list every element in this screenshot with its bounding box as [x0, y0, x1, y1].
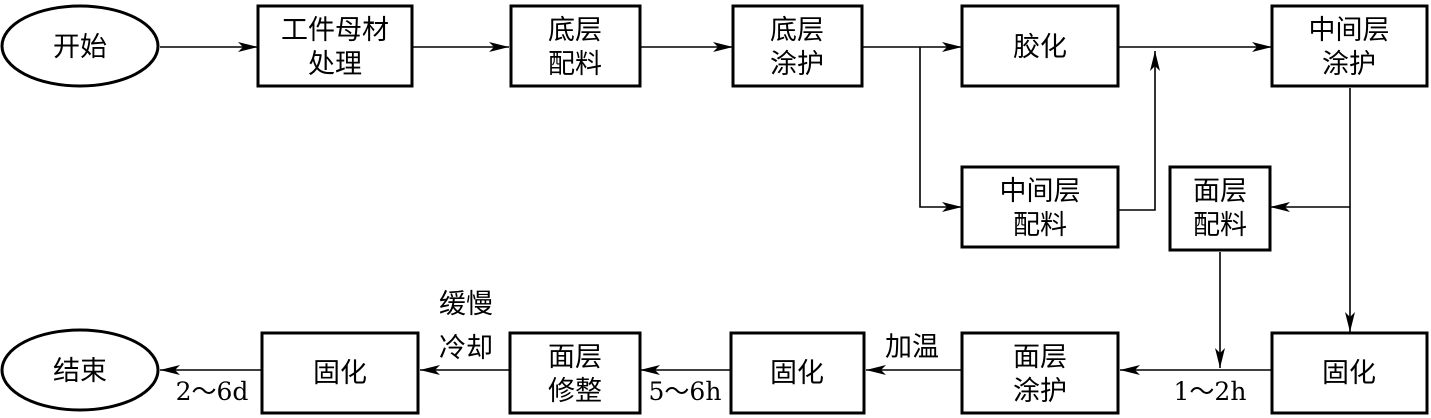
label-mid-coat-1: 中间层	[1309, 15, 1390, 46]
label-base-mix-2: 配料	[548, 49, 602, 80]
label-slow-cool-2: 冷却	[439, 333, 493, 364]
node-cure-right	[1270, 331, 1429, 415]
label-top-mix-1: 面层	[1193, 176, 1247, 207]
node-top-trim	[508, 331, 642, 415]
node-gel	[960, 4, 1120, 88]
label-mid-coat-2: 涂护	[1322, 49, 1376, 80]
label-end: 结束	[53, 356, 107, 387]
node-end	[0, 328, 160, 412]
nodes	[0, 4, 1429, 415]
label-slow-cool-1: 缓慢	[439, 289, 493, 320]
node-mid-mix	[960, 165, 1120, 249]
label-trim-time: 5～6h	[649, 377, 722, 406]
label-top-coat-1: 面层	[1013, 342, 1067, 373]
label-top-coat-2: 涂护	[1013, 376, 1067, 407]
edge-labels: 2～6d 缓慢 冷却 5～6h 加温 1～2h	[176, 289, 1247, 406]
label-workpiece-1: 工件母材	[281, 15, 389, 46]
label-mid-mix-2: 配料	[1013, 210, 1067, 241]
label-start: 开始	[53, 32, 107, 63]
node-start	[0, 4, 160, 88]
edge-midmix-gel	[1118, 51, 1160, 211]
label-workpiece-2: 处理	[308, 49, 362, 80]
node-cure-left	[260, 331, 420, 415]
node-top-mix	[1168, 165, 1272, 252]
label-mid-mix-1: 中间层	[1000, 176, 1081, 207]
node-base-mix	[509, 4, 642, 88]
label-base-coat-2: 涂护	[770, 49, 824, 80]
label-cure-left: 固化	[313, 358, 367, 389]
edge-basecoat-midmix	[919, 47, 962, 212]
node-mid-coat	[1270, 4, 1429, 88]
node-base-coat	[731, 4, 864, 88]
label-heat: 加温	[885, 332, 939, 363]
label-cure-right: 固化	[1322, 358, 1376, 389]
label-coat-time: 1～2h	[1174, 377, 1247, 406]
node-labels: 开始 工件母材 处理 底层 配料 底层 涂护 胶化 中间层 涂护 中间层 配料 …	[53, 15, 1390, 407]
label-base-coat-1: 底层	[770, 15, 824, 46]
label-base-mix-1: 底层	[548, 15, 602, 46]
label-top-trim-2: 修整	[548, 376, 602, 407]
label-top-trim-1: 面层	[548, 342, 602, 373]
label-gel: 胶化	[1013, 32, 1067, 63]
label-end-time: 2～6d	[176, 377, 249, 406]
label-top-mix-2: 配料	[1193, 210, 1247, 241]
label-cure-mid: 固化	[770, 358, 824, 389]
edges	[160, 42, 1355, 375]
node-top-coat	[960, 331, 1120, 415]
node-workpiece	[256, 4, 414, 88]
node-cure-mid	[729, 331, 866, 415]
